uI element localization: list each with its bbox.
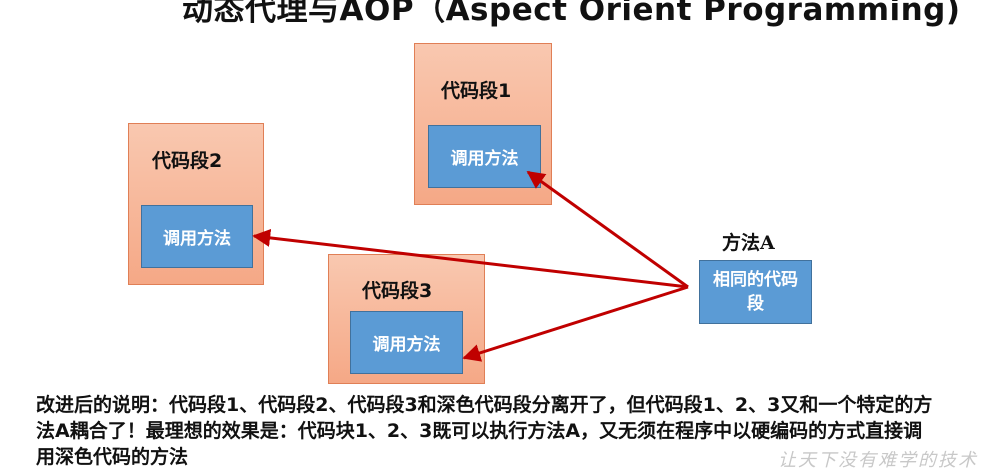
code-segment-1-label: 代码段1: [441, 80, 512, 102]
code-segment-3: 代码段3 调用方法: [328, 254, 485, 384]
shared-code-box: 相同的代码段: [699, 260, 812, 324]
arrow-to-segment-1: [526, 170, 689, 289]
code-segment-1-call-method: 调用方法: [428, 125, 541, 188]
code-segment-3-call-method: 调用方法: [350, 311, 463, 374]
shared-code-label: 相同的代码段: [713, 270, 798, 314]
code-segment-2-label: 代码段2: [152, 150, 223, 172]
code-segment-1: 代码段1 调用方法: [414, 43, 552, 205]
call-method-label: 调用方法: [372, 335, 441, 355]
description-text: 改进后的说明：代码段1、代码段2、代码段3和深色代码段分离开了，但代码段1、2、…: [36, 394, 933, 468]
call-method-label: 调用方法: [163, 229, 231, 249]
method-a-label: 方法A: [722, 232, 775, 254]
watermark: 让天下没有难学的技术: [778, 450, 978, 471]
arrow-to-segment-3: [462, 285, 689, 362]
code-segment-2: 代码段2 调用方法: [128, 123, 264, 285]
code-segment-3-label: 代码段3: [362, 280, 433, 302]
call-method-label: 调用方法: [450, 149, 519, 169]
arrow-to-segment-2: [252, 228, 689, 289]
diagram-title: 动态代理与AOP（Aspect Orient Programming): [182, 0, 961, 28]
